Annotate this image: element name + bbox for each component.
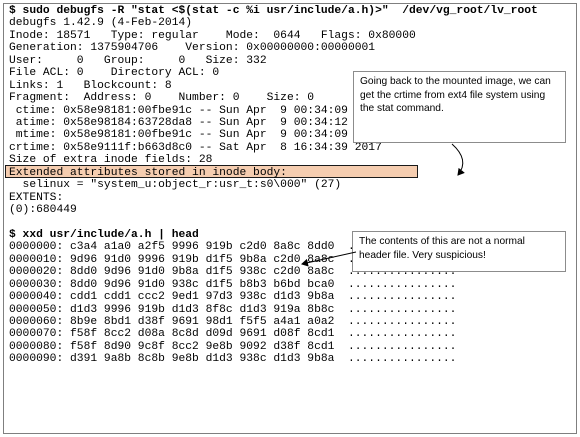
terminal-line: Generation: 1375904706 Version: 0x000000… xyxy=(9,42,376,55)
terminal-line: EXTENTS: xyxy=(9,191,64,204)
terminal-line: Links: 1 Blockcount: 8 xyxy=(9,79,172,92)
terminal-line: Fragment: Address: 0 Number: 0 Size: 0 xyxy=(9,92,315,105)
terminal-output: $ sudo debugfs -R "stat <$(stat -c %i us… xyxy=(9,5,574,366)
terminal-line: File ACL: 0 Directory ACL: 0 xyxy=(9,67,220,80)
terminal-line: User: 0 Group: 0 Size: 332 xyxy=(9,54,267,67)
terminal-line: 0000070: f58f 8cc2 d08a 8c8d d09d 9691 d… xyxy=(9,328,457,341)
terminal-line: $ xxd usr/include/a.h | head xyxy=(9,228,199,241)
crtime-highlight-box xyxy=(5,165,418,178)
terminal-line: 0000030: 8dd0 9d96 91d0 938c d1f5 b8b3 b… xyxy=(9,278,457,291)
terminal-line: Size of extra inode fields: 28 xyxy=(9,154,213,167)
terminal-line xyxy=(9,216,574,228)
header-callout-text: The contents of this are not a normal he… xyxy=(359,236,525,261)
terminal-line: $ sudo debugfs -R "stat <$(stat -c %i us… xyxy=(9,5,538,17)
terminal-line: 0000040: cdd1 cdd1 ccc2 9ed1 97d3 938c d… xyxy=(9,291,457,304)
terminal-line: (0):680449 xyxy=(9,204,77,216)
crtime-callout: Going back to the mounted image, we can … xyxy=(353,71,566,143)
terminal-line: 0000090: d391 9a8b 8c8b 9e8b d1d3 938c d… xyxy=(9,353,457,366)
crtime-line: crtime: 0x58e9111f:b663d8c0 -- Sat Apr 8… xyxy=(9,141,382,154)
terminal-line: Inode: 18571 Type: regular Mode: 0644 Fl… xyxy=(9,29,416,42)
terminal-line: debugfs 1.42.9 (4-Feb-2014) xyxy=(9,17,193,30)
terminal-line: 0000080: f58f 8d90 9c8f 8cc2 9e8b 9092 d… xyxy=(9,340,457,353)
terminal-line: selinux = "system_u:object_r:usr_t:s0\00… xyxy=(9,179,342,192)
crtime-callout-text: Going back to the mounted image, we can … xyxy=(360,76,551,114)
terminal-line: 0000060: 8b9e 8bd1 d38f 9691 98d1 f5f5 a… xyxy=(9,315,457,328)
header-callout: The contents of this are not a normal he… xyxy=(352,231,566,272)
terminal-line: 0000050: d1d3 9996 919b d1d3 8f8c d1d3 9… xyxy=(9,303,457,316)
terminal-line: Extended attributes stored in inode body… xyxy=(9,166,287,179)
